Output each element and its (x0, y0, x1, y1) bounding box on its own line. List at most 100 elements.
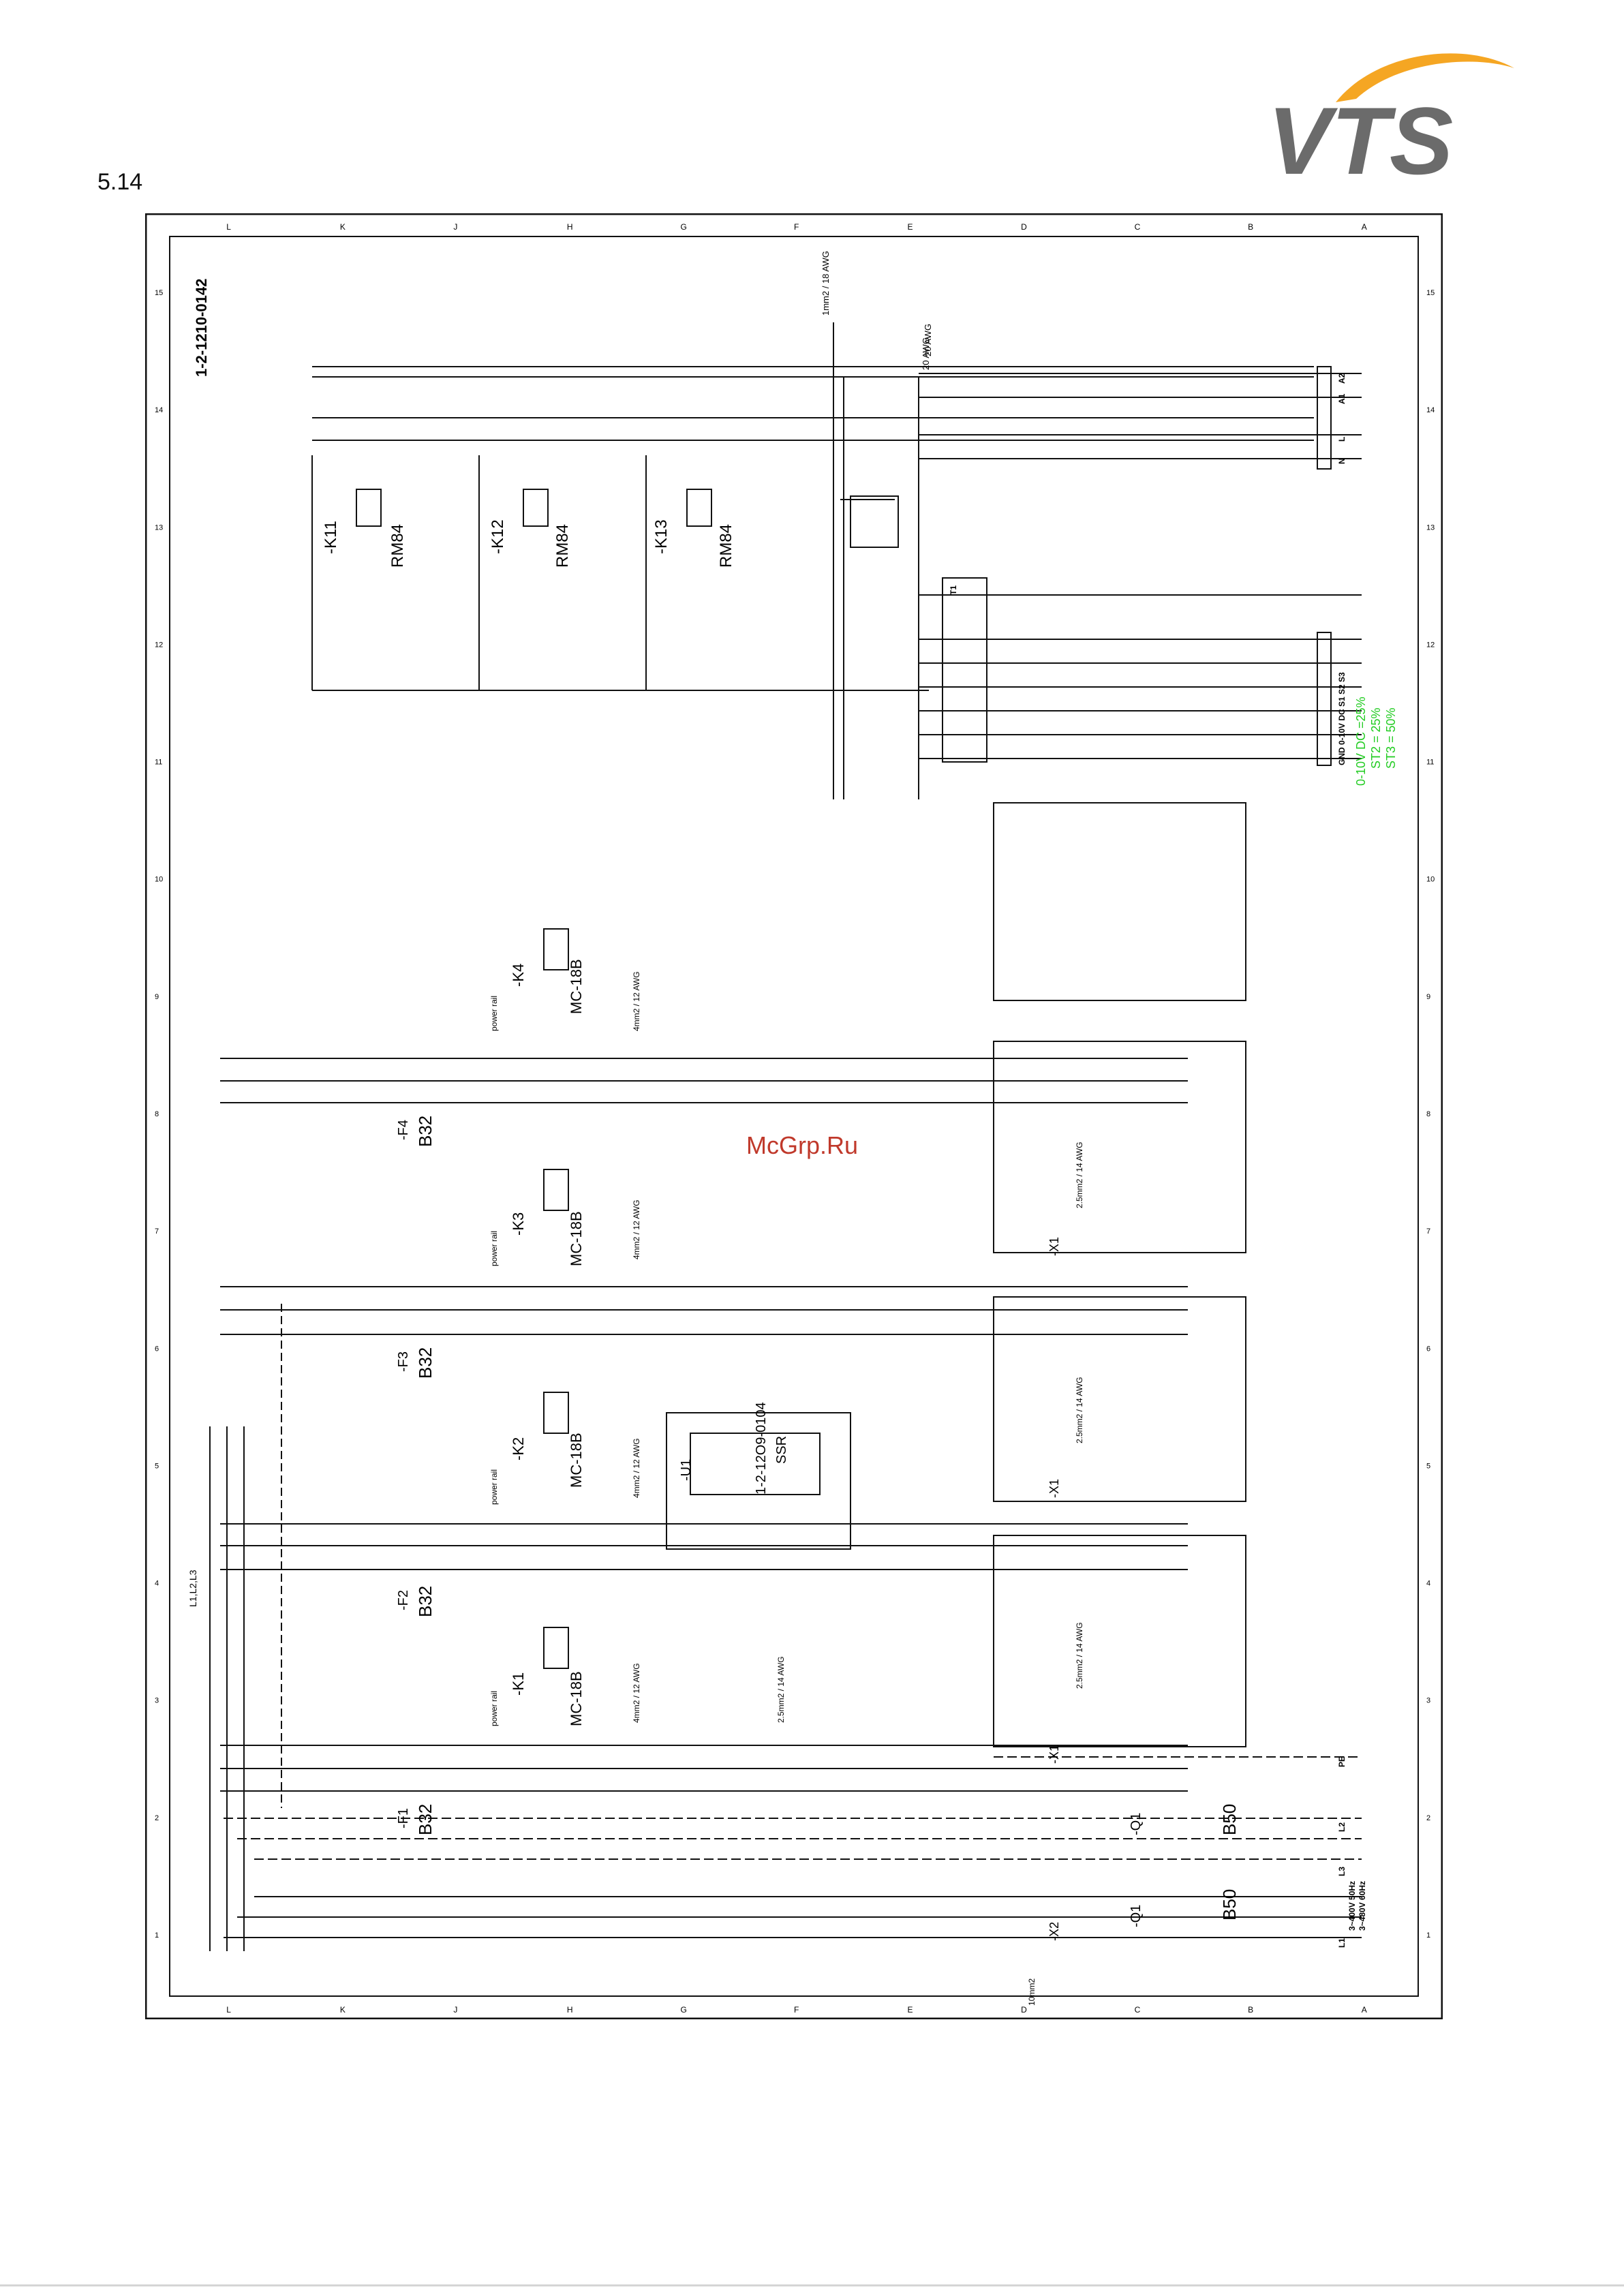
wire-4mm-label-4: 4mm2 / 12 AWG (632, 971, 641, 1031)
relay-k12-type: RM84 (553, 524, 572, 568)
power-rail-label-4: power rail (489, 996, 499, 1031)
term-l: L (1337, 437, 1347, 442)
contactor-k2-type: MC-18B (568, 1433, 585, 1488)
wire-20awg-label-1: 20 AWG (921, 337, 931, 370)
relay-k12-tag: -K12 (489, 519, 507, 554)
grid-row-label: 9 (1426, 993, 1430, 1001)
grid-column-label: F (794, 2005, 799, 2015)
grid-column-label: F (794, 222, 799, 232)
control-lines (919, 366, 1362, 766)
supply-480v: 3~480V 60Hz (1358, 1881, 1367, 1931)
grid-row-label: 6 (1426, 1345, 1430, 1353)
grid-row-label: 5 (155, 1462, 159, 1470)
grid-row-label: 1 (155, 1931, 159, 1940)
relay-labels: -K11 RM84 -K12 RM84 -K13 RM84 1mm2 / 18 … (322, 251, 933, 568)
grid-row-label: 14 (1426, 406, 1435, 414)
relay-k13-tag: -K13 (652, 519, 671, 554)
grid-row-label: 1 (1426, 1931, 1430, 1940)
grid-column-label: L (226, 222, 231, 232)
logo-text: VTS (1268, 87, 1453, 187)
note-st3: ST3 = 50% (1384, 707, 1398, 769)
term-t1: T1 (949, 585, 958, 595)
relay-section (311, 322, 1314, 799)
power-rail-label-3: power rail (489, 1231, 499, 1266)
contactor-k1-tag: -K1 (510, 1672, 527, 1696)
grid-column-label: C (1135, 2005, 1141, 2015)
grid-row-label: 11 (1426, 759, 1434, 767)
terminal-x1-a: -X1 (1047, 1237, 1061, 1256)
grid-column-label: B (1248, 2005, 1253, 2015)
grid-row-label: 4 (155, 1580, 159, 1588)
grid-row-label: 3 (1426, 1697, 1430, 1705)
contactor-k3-tag: -K3 (510, 1212, 527, 1236)
grid-row-label: 8 (1426, 1110, 1430, 1118)
grid-column-label: J (453, 222, 457, 232)
wire-25mm-label-a: 2.5mm2 / 14 AWG (776, 1656, 786, 1723)
contactor-k2-tag: -K2 (510, 1437, 527, 1460)
ssr-tag: -U1 (679, 1459, 694, 1481)
wire-25mm-label-d: 2.5mm2 / 14 AWG (1075, 1622, 1084, 1689)
terminal-x1-c: -X1 (1047, 1745, 1061, 1764)
term-a1: A1 (1337, 393, 1347, 404)
contactor-k4-tag: -K4 (510, 964, 527, 987)
grid-row-label: 7 (155, 1227, 159, 1236)
breaker-f1-tag: -F1 (396, 1808, 411, 1828)
grid-row-label: 8 (155, 1110, 159, 1118)
wire-25mm-label-c: 2.5mm2 / 14 AWG (1075, 1377, 1084, 1443)
section-number: 5.14 (97, 169, 143, 195)
grid-row-label: 2 (1426, 1814, 1430, 1822)
grid-column-label: A (1362, 2005, 1367, 2015)
term-control: GND 0-10V DC S1 S2 S3 (1337, 672, 1347, 765)
grid-column-label: D (1021, 2005, 1027, 2015)
wire-20awg-label-2: 20 AWG (923, 324, 933, 356)
supply-l2: L2 (1337, 1822, 1347, 1832)
contactor-k3-type: MC-18B (568, 1211, 585, 1266)
wire-25mm-label-b: 2.5mm2 / 14 AWG (1075, 1142, 1084, 1208)
grid-column-label: G (680, 2005, 686, 2015)
ssr-part: 1-2-12O9-0104 (754, 1402, 769, 1495)
breaker-f4-rating: B32 (415, 1116, 435, 1147)
power-rail-label-1: power rail (489, 1691, 499, 1726)
relay-k11-tag: -K11 (322, 521, 340, 554)
note-0-10v: 0-10V DC =25% (1354, 697, 1368, 786)
grid-row-label: 3 (155, 1697, 159, 1705)
wire-4mm-label-2: 4mm2 / 12 AWG (632, 1438, 641, 1498)
bus-label: L1,L2,L3 (187, 1570, 198, 1607)
grid-column-label: D (1021, 222, 1027, 232)
breaker-f4-tag: -F4 (396, 1120, 411, 1140)
terminal-x1-b: -X1 (1047, 1479, 1061, 1498)
footer-divider (0, 2284, 1624, 2286)
breaker-f3-rating: B32 (415, 1347, 435, 1379)
supply-labels: L1 3~400V 50Hz 3~480V 60Hz PE L3 L2 (1337, 1756, 1367, 1948)
grid-column-label: H (567, 2005, 573, 2015)
power-labels: B32 -F4 B32 -F3 B32 -F2 B32 -F1 -K4 MC-1… (187, 959, 1240, 2006)
wire-10mm-label-a: 10mm2 (1027, 1978, 1037, 2006)
grid-column-label: K (340, 222, 346, 232)
breaker-f3-tag: -F3 (396, 1351, 411, 1372)
main-switch-1-tag: -Q1 (1129, 1905, 1144, 1927)
relay-k13-type: RM84 (717, 524, 735, 568)
drawing-number: 1-2-1210-0142 (193, 279, 210, 377)
grid-row-label: 14 (155, 406, 163, 414)
relay-k11-type: RM84 (388, 524, 407, 568)
grid-row-label: 6 (155, 1345, 159, 1353)
supply-400v: 3~400V 50Hz (1347, 1881, 1357, 1931)
contactor-k1-type: MC-18B (568, 1671, 585, 1726)
grid-row-label: 15 (1426, 289, 1435, 297)
vts-logo: VTS (1261, 37, 1520, 194)
terminal-x2: -X2 (1047, 1922, 1061, 1941)
ssr-label: SSR (774, 1436, 789, 1464)
term-a2: A2 (1337, 373, 1347, 384)
wire-4mm-label-1: 4mm2 / 12 AWG (632, 1663, 641, 1723)
grid-row-label: 4 (1426, 1580, 1430, 1588)
watermark: McGrp.Ru (746, 1131, 859, 1159)
supply-pe: PE (1337, 1756, 1347, 1767)
breaker-f1-rating: B32 (415, 1804, 435, 1835)
grid-column-label: A (1362, 222, 1367, 232)
grid-row-label: 5 (1426, 1462, 1430, 1470)
control-terminal-labels: A2 A1 L N GND 0-10V DC S1 S2 S3 T1 (949, 373, 1347, 765)
contactor-k4-type: MC-18B (568, 959, 585, 1014)
breaker-f2-tag: -F2 (396, 1590, 411, 1610)
grid-row-label: 10 (1426, 876, 1435, 884)
